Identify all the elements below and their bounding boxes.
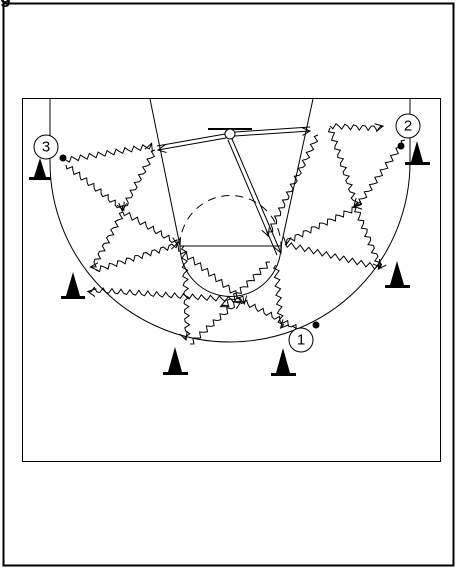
half-court-boundary [22, 98, 441, 462]
dribble-path [189, 301, 241, 345]
dribble-path [182, 245, 191, 340]
dribble-path [88, 286, 241, 303]
cones [29, 141, 430, 376]
basket-icon [224, 128, 236, 140]
dribble-path [122, 211, 177, 245]
dribble-path [65, 143, 152, 163]
lane-line-right [280, 98, 314, 247]
cone-icon [163, 347, 188, 375]
dribble-paths [65, 122, 406, 345]
player-icon [33, 134, 59, 160]
free-throw-circle-bottom [179, 245, 282, 297]
free-throw-circle-top [179, 195, 282, 247]
dribble-path [286, 206, 357, 245]
player-icon [288, 327, 314, 353]
cone-icon [405, 141, 430, 165]
ball-icon [59, 154, 67, 162]
dribble-path [179, 249, 244, 304]
pass-line-to-left [157, 133, 227, 150]
dribble-path [267, 134, 319, 236]
ball-icon [312, 321, 320, 329]
dribble-path [90, 211, 124, 267]
player-label: 1 [297, 332, 305, 349]
three-point-line [49, 99, 411, 343]
dribble-path [221, 261, 271, 307]
cone-icon [61, 272, 85, 299]
pass-line-to-lane [227, 138, 281, 256]
player-label: 2 [404, 118, 412, 135]
player-1: 1 [288, 321, 320, 353]
player-2: 2 [395, 113, 421, 150]
player-3: 3 [33, 134, 67, 162]
ball-icon [397, 142, 405, 150]
player-icon [395, 113, 421, 139]
player-label: 3 [42, 139, 50, 156]
dribble-path [65, 164, 123, 211]
dribble-path [354, 207, 382, 269]
dribble-path [95, 243, 178, 273]
dribble-path [122, 149, 156, 211]
dribble-path [354, 139, 406, 206]
cone-icon [385, 261, 410, 288]
lane-line-left [149, 98, 181, 247]
pass-line-to-right [234, 126, 310, 137]
dribble-path [239, 299, 300, 331]
dribble-path [327, 127, 358, 207]
cone-icon [29, 158, 51, 180]
cone-icon [271, 348, 296, 376]
dribble-path [272, 264, 284, 328]
dribble-path [284, 242, 381, 270]
dribble-path [329, 122, 383, 131]
